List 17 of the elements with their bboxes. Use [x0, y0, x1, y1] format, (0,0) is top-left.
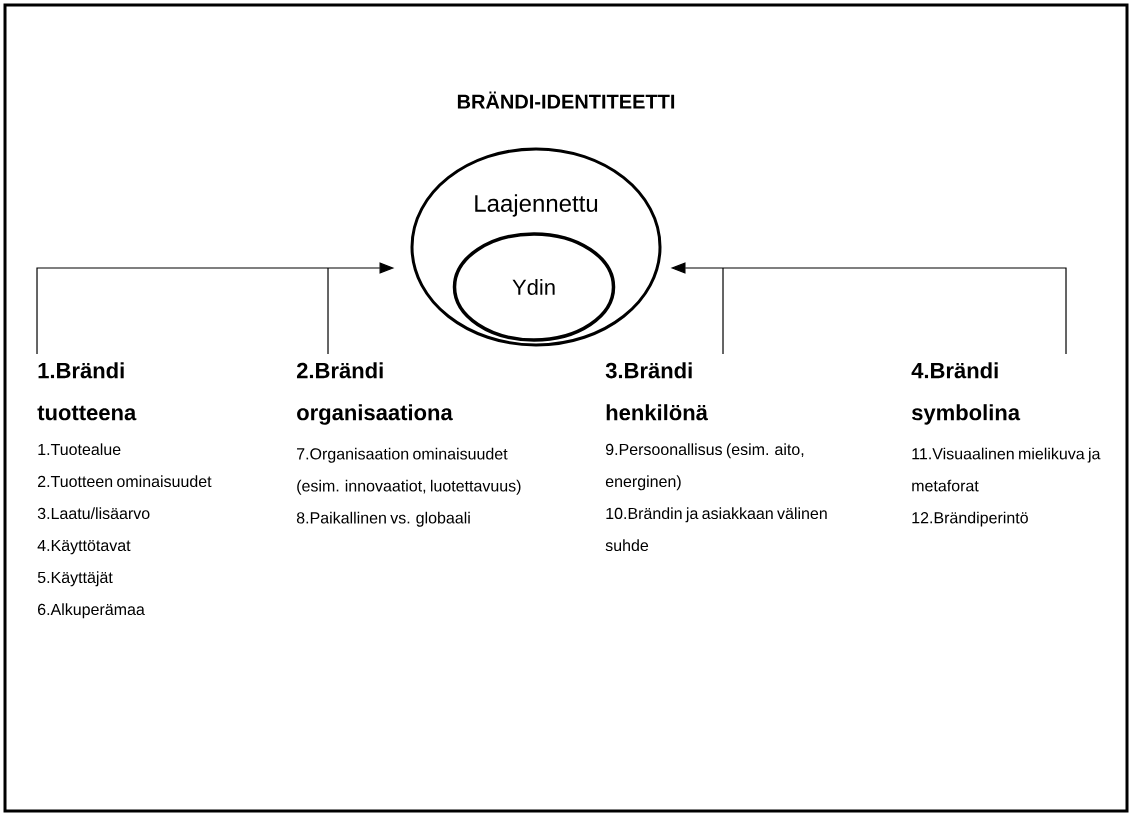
list-item: 8.Paikallinen vs. globaali — [296, 511, 470, 527]
title: BRÄNDI-IDENTITEETTI — [457, 91, 675, 109]
list-item: 6.Alkuperämaa — [38, 603, 145, 619]
column-heading: 3.Brändi henkilönä — [605, 362, 708, 421]
list-item: 9.Persoonallisus (esim. aito, energinen) — [605, 443, 804, 491]
list-item: 3.Laatu/lisäarvo — [37, 507, 150, 520]
list-item: 7.Organisaation ominaisuudet (esim. innovaatiot, luotettavuus) — [297, 447, 521, 495]
list-item: 11.Visuaalinen mielikuva ja metaforat — [912, 447, 1101, 492]
list-item: 10.Brändin ja asiakkaan välinen suhde — [605, 507, 827, 552]
column-heading: 1.Brändi tuotteena — [37, 362, 137, 421]
list-item: 4.Käyttötavat — [37, 539, 131, 555]
list-item: 12.Brändiperintö — [912, 511, 1028, 527]
column-heading: 2.Brändi organisaationa — [297, 362, 453, 425]
list-item: 5.Käyttäjät — [37, 571, 113, 587]
column-heading: 4.Brändi symbolina — [911, 362, 1021, 425]
list-item: 2.Tuotteen ominaisuudet — [38, 475, 212, 488]
list-item: 1.Tuotealue — [38, 443, 121, 456]
